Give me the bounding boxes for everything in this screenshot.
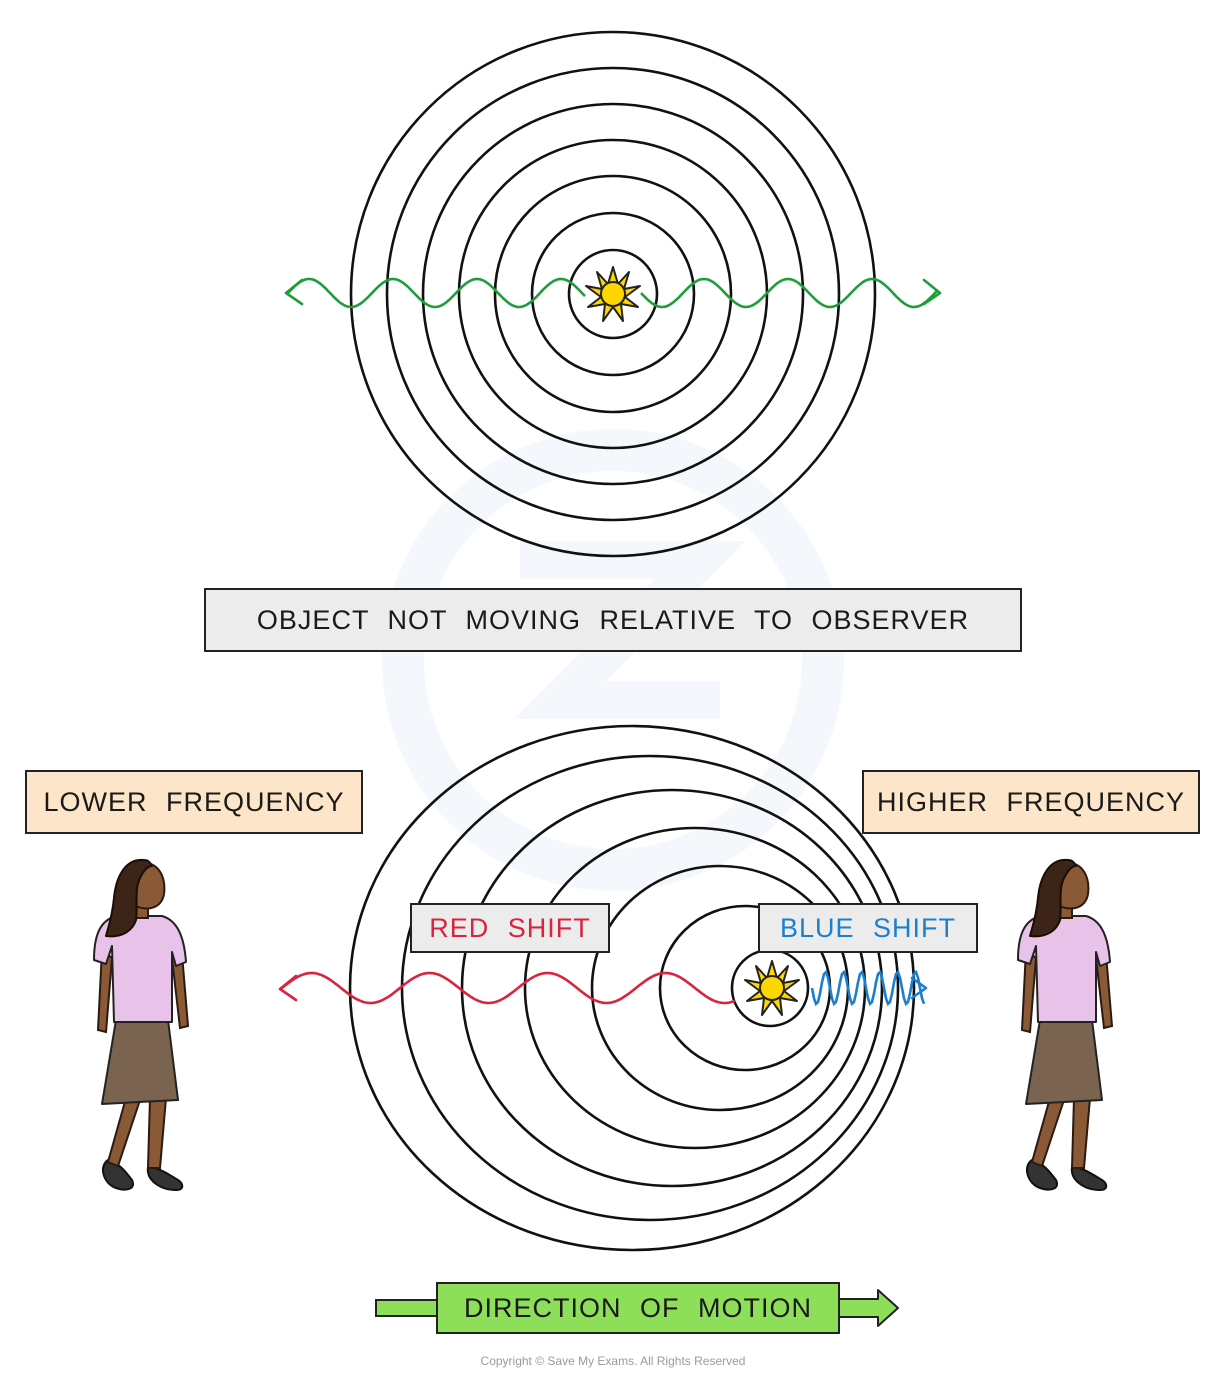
green-wave-left-arrow-icon bbox=[284, 278, 304, 306]
moving-star-icon bbox=[744, 960, 800, 1016]
red-wave-arrow-icon bbox=[278, 974, 298, 1002]
red-shift-label: RED SHIFT bbox=[410, 903, 610, 953]
green-wave-right-arrow-icon bbox=[922, 278, 942, 306]
right-observer-figure bbox=[1017, 858, 1113, 1191]
higher-frequency-caption: HIGHER FREQUENCY bbox=[862, 770, 1200, 834]
blue-wave-arrow-icon bbox=[910, 976, 928, 1000]
blue-shift-label: BLUE SHIFT bbox=[758, 903, 978, 953]
copyright-text: Copyright © Save My Exams. All Rights Re… bbox=[480, 1354, 746, 1368]
star-icon bbox=[585, 266, 641, 322]
green-wave bbox=[287, 277, 939, 309]
blue-wave bbox=[810, 969, 926, 1007]
stationary-caption: OBJECT NOT MOVING RELATIVE TO OBSERVER bbox=[204, 588, 1022, 652]
left-observer-figure bbox=[93, 858, 189, 1191]
stationary-wavefronts bbox=[349, 30, 877, 558]
motion-arrow-tail bbox=[375, 1299, 439, 1317]
lower-frequency-caption: LOWER FREQUENCY bbox=[25, 770, 363, 834]
direction-of-motion-label: DIRECTION OF MOTION bbox=[436, 1282, 840, 1334]
red-wave bbox=[281, 971, 736, 1005]
motion-arrow-head-icon bbox=[837, 1289, 899, 1327]
